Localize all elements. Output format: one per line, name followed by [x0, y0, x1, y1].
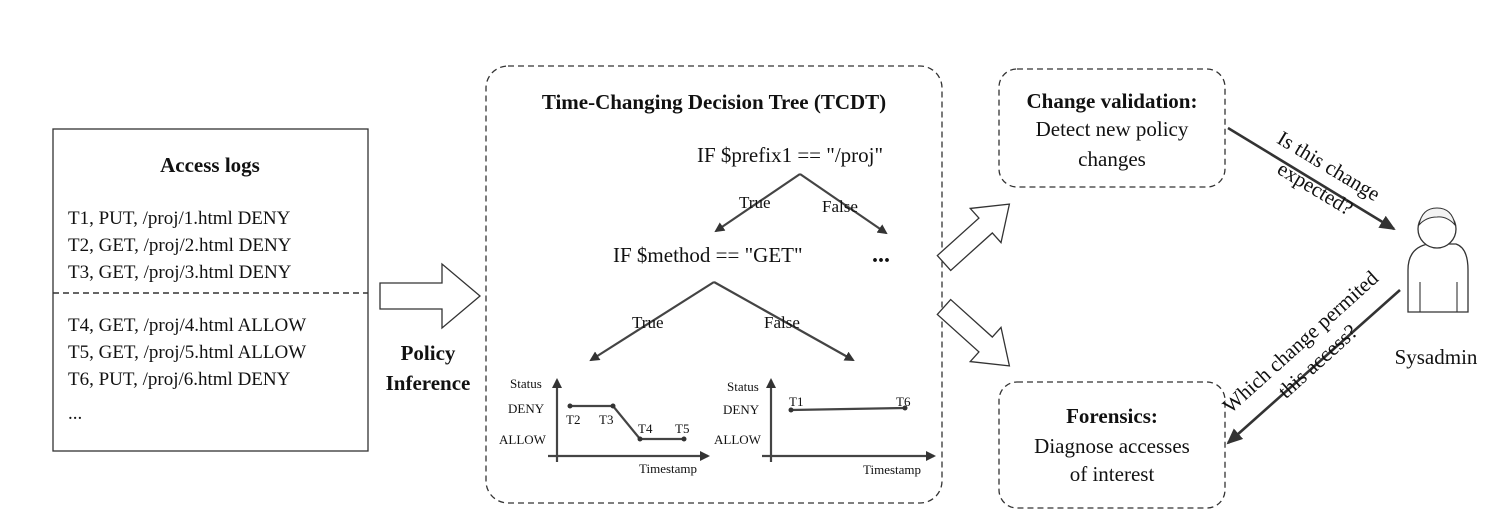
right-status-chart: Status DENY ALLOW T1 T6 Timestamp — [714, 378, 936, 477]
log-entry: T1, PUT, /proj/1.html DENY — [68, 208, 291, 229]
right-chart-xlabel: Timestamp — [863, 462, 921, 477]
policy-inference-label-line2: Inference — [386, 371, 471, 395]
change-validation-line1: Detect new policy — [1036, 117, 1189, 141]
sysadmin-label: Sysadmin — [1395, 345, 1478, 369]
tcdt-box: Time-Changing Decision Tree (TCDT) IF $p… — [485, 65, 943, 504]
forensics-line2: of interest — [1070, 462, 1155, 486]
left-chart-xlabel: Timestamp — [639, 461, 697, 476]
left-chart-point-label: T3 — [599, 412, 613, 427]
root-true-edge — [714, 173, 801, 233]
left-chart-tick-allow: ALLOW — [499, 432, 547, 447]
left-chart-ylabel: Status — [510, 376, 542, 391]
tcdt-title: Time-Changing Decision Tree (TCDT) — [542, 90, 886, 114]
tcdt-border — [485, 65, 943, 504]
question-bottom-line1: Which change permited — [1218, 266, 1383, 418]
log-entry: T4, GET, /proj/4.html ALLOW — [68, 315, 306, 336]
root-true-label: True — [739, 193, 771, 212]
root-false-label: False — [822, 197, 858, 216]
left-chart-point-label: T4 — [638, 421, 653, 436]
left-chart-point — [637, 436, 643, 442]
right-chart-point — [788, 407, 794, 413]
false-branch-ellipsis: ... — [872, 242, 890, 268]
root-false-edge — [799, 173, 888, 235]
forensics-border — [998, 381, 1226, 509]
log-ellipsis: ... — [68, 403, 82, 424]
access-logs-box: Access logs T1, PUT, /proj/1.html DENY T… — [52, 128, 369, 452]
policy-inference-arrow — [379, 262, 482, 330]
forensics-title: Forensics: — [1066, 404, 1158, 428]
root-condition: IF $prefix1 == "/proj" — [697, 143, 883, 167]
right-chart-status-line — [790, 406, 906, 412]
right-chart-tick-allow: ALLOW — [714, 432, 762, 447]
forensics-box: Forensics: Diagnose accesses of interest — [998, 381, 1226, 509]
arrow-to-forensics — [936, 298, 1011, 367]
left-status-chart: Status DENY ALLOW T2 T3 T4 T5 Timestamp — [499, 376, 710, 476]
log-entry: T5, GET, /proj/5.html ALLOW — [68, 342, 306, 363]
change-validation-border — [998, 68, 1226, 188]
right-chart-point-label: T1 — [789, 394, 803, 409]
forensics-line1: Diagnose accesses — [1034, 434, 1190, 458]
policy-inference-label-line1: Policy — [401, 341, 456, 365]
left-chart-point — [610, 403, 616, 409]
child-false-edge — [713, 281, 855, 361]
left-chart-point-label: T5 — [675, 421, 689, 436]
right-chart-tick-deny: DENY — [723, 402, 760, 417]
arrow-to-forensics-from-sysadmin — [1226, 289, 1401, 445]
access-logs-title: Access logs — [160, 153, 260, 177]
right-chart-point — [902, 405, 908, 411]
change-validation-line2: changes — [1078, 147, 1146, 171]
change-validation-box: Change validation: Detect new policy cha… — [998, 68, 1226, 188]
right-chart-point-label: T6 — [896, 394, 911, 409]
arrow-to-sysadmin — [1227, 126, 1396, 231]
log-entry: T2, GET, /proj/2.html DENY — [68, 235, 292, 256]
child-true-edge — [589, 281, 715, 362]
log-entry: T3, GET, /proj/3.html DENY — [68, 262, 292, 283]
left-chart-point — [681, 436, 687, 442]
arrow-to-change-validation — [936, 203, 1011, 272]
child-true-label: True — [632, 313, 664, 332]
child-condition: IF $method == "GET" — [613, 243, 803, 267]
child-false-label: False — [764, 313, 800, 332]
left-chart-status-line — [570, 404, 684, 441]
access-logs-border — [52, 128, 369, 452]
change-validation-title: Change validation: — [1027, 89, 1198, 113]
left-chart-tick-deny: DENY — [508, 401, 545, 416]
right-chart-ylabel: Status — [727, 379, 759, 394]
log-entry: T6, PUT, /proj/6.html DENY — [68, 369, 291, 390]
left-chart-point — [567, 403, 573, 409]
question-bottom: Which change permited this access? — [1218, 266, 1383, 418]
left-chart-point-label: T2 — [566, 412, 580, 427]
sysadmin-icon — [1407, 207, 1469, 313]
